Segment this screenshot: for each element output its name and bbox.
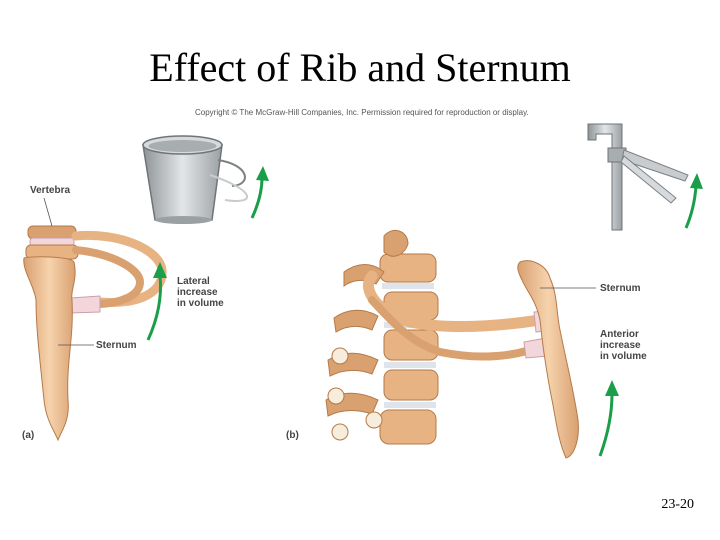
anterior-label-line-2: increase: [600, 340, 647, 351]
pump-arrowhead: [690, 173, 703, 189]
anterior-label-line-1: Anterior: [600, 329, 647, 340]
bucket-upward-arrow: [252, 178, 262, 218]
lateral-label-line-1: Lateral: [177, 276, 224, 287]
panel-a-tag: (a): [22, 430, 34, 441]
anterior-arrow: [600, 394, 612, 456]
rib-a: [70, 235, 162, 313]
bucket-arrowhead: [256, 166, 269, 181]
vertebral-column-b: [326, 230, 438, 444]
vertebra-a: [26, 226, 78, 259]
vertebra-label-a: Vertebra: [30, 185, 70, 196]
sternum-b: [518, 261, 579, 458]
bucket-icon: [143, 136, 247, 224]
anterior-arrowhead: [605, 380, 619, 396]
anterior-increase-label: Anterior increase in volume: [600, 329, 647, 362]
sternum-label-b: Sternum: [600, 283, 641, 294]
anterior-label-line-3: in volume: [600, 351, 647, 362]
pump-handle-icon: [588, 124, 688, 230]
vertebra-a-leader: [44, 198, 52, 226]
lateral-increase-label: Lateral increase in volume: [177, 276, 224, 309]
lateral-label-line-3: in volume: [177, 298, 224, 309]
panel-b-tag: (b): [286, 430, 299, 441]
sternum-label-a: Sternum: [96, 340, 137, 351]
sternum-a: [24, 257, 75, 440]
slide-number: 23-20: [661, 497, 694, 513]
pump-upward-arrow: [686, 186, 696, 228]
lateral-label-line-2: increase: [177, 287, 224, 298]
